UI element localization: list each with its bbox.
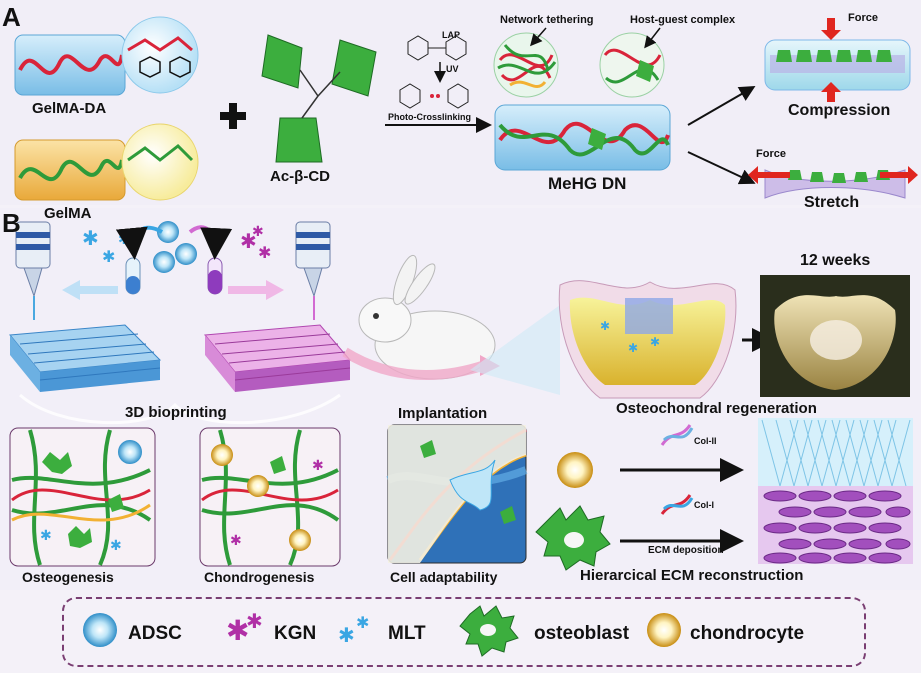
network-tethering-bubble — [493, 32, 559, 98]
legend-box: ADSC KGN MLT osteoblast chondrocyte — [62, 597, 866, 667]
force-top-label: Force — [848, 12, 878, 24]
osteogenesis-label: Osteogenesis — [22, 569, 114, 585]
col-i-label: Col-I — [694, 500, 714, 510]
regeneration-label: Osteochondral regeneration — [616, 400, 817, 417]
panel-b-letter: B — [2, 208, 21, 238]
test-tube-purple — [207, 257, 223, 295]
cell-adaptability-label: Cell adaptability — [390, 569, 498, 585]
compression-hydrogel — [764, 39, 911, 91]
legend-kgn-icon-small: ✱ — [246, 609, 263, 633]
scaffold-blue — [9, 324, 162, 392]
svg-text:✱: ✱ — [600, 319, 610, 333]
gelma-da-molecule-bubble — [121, 16, 199, 94]
svg-text:✱: ✱ — [118, 232, 130, 248]
photo-crosslinking-label: Photo-Crosslinking — [388, 112, 471, 122]
svg-text:✱: ✱ — [628, 341, 638, 355]
test-tube-blue — [125, 257, 141, 295]
host-guest-pointer — [644, 27, 661, 49]
rabbit-illustration — [358, 254, 496, 380]
legend-osteoblast-icon — [459, 605, 519, 657]
host-guest-label: Host-guest complex — [630, 14, 736, 26]
legend-kgn-label: KGN — [274, 623, 317, 644]
svg-text:✱: ✱ — [312, 458, 324, 474]
legend-osteoblast-label: osteoblast — [534, 623, 630, 644]
svg-text:✱: ✱ — [240, 229, 257, 253]
network-tethering-label: Network tethering — [500, 14, 594, 26]
bioprinting-label: 3D bioprinting — [125, 404, 227, 421]
ecm-deposition-label: ECM deposition — [648, 545, 724, 556]
gelma-hydrogel — [14, 139, 126, 201]
mehg-dn-hydrogel — [494, 104, 671, 171]
osteogenesis-box: ✱ ✱ — [9, 427, 156, 567]
twelve-weeks-label: 12 weeks — [800, 252, 871, 269]
force-down-arrow — [821, 18, 841, 40]
hierarchical-ecm — [758, 418, 913, 564]
svg-text:✱: ✱ — [110, 538, 122, 554]
legend-chondrocyte-label: chondrocyte — [690, 623, 805, 644]
plus-icon — [220, 103, 246, 129]
legend-kgn-icon: ✱ — [226, 614, 249, 647]
gelma-molecule-bubble — [121, 123, 199, 201]
mehg-dn-label: MeHG DN — [548, 174, 627, 193]
chondrogenesis-box: ✱ ✱ — [199, 427, 341, 567]
osteochondral-joint: ✱ ✱ ✱ — [558, 280, 737, 399]
implantation-label: Implantation — [398, 405, 488, 422]
legend-chondrocyte-icon — [647, 613, 681, 647]
gelma-label: GelMA — [44, 205, 92, 222]
ac-beta-cd-molecule — [261, 34, 377, 163]
svg-text:✱: ✱ — [230, 533, 242, 549]
osteoblast-cell — [535, 505, 611, 571]
to-stretch-arrow — [687, 151, 756, 185]
to-right-nozzle-arrow — [228, 280, 284, 300]
gelma-da-label: GelMA-DA — [32, 100, 107, 117]
svg-text:✱: ✱ — [102, 247, 115, 266]
force-stretch-label: Force — [756, 148, 786, 160]
lap-molecule — [407, 35, 467, 61]
printer-nozzle-right — [295, 221, 331, 320]
adsc-to-blue-arrow — [115, 225, 164, 260]
force-left-arrow — [748, 166, 790, 184]
svg-text:✱: ✱ — [252, 224, 264, 240]
chondrocyte-cell — [557, 452, 593, 488]
svg-text:✱: ✱ — [650, 335, 660, 349]
gelma-da-hydrogel — [14, 34, 126, 96]
adsc-to-purple-arrow — [188, 225, 233, 260]
legend-adsc-label: ADSC — [128, 623, 182, 644]
col-ii-label: Col-II — [694, 436, 717, 446]
lap-label: LAP — [442, 30, 460, 40]
legend-mlt-label: MLT — [388, 623, 426, 644]
radical-molecule — [399, 83, 469, 109]
scaffold-connector — [19, 393, 341, 425]
to-left-nozzle-arrow — [62, 280, 118, 300]
zoom-cone — [470, 305, 560, 395]
col-i-fiber — [660, 494, 694, 515]
svg-text:✱: ✱ — [40, 528, 52, 544]
hierarchical-ecm-label: Hierarcical ECM reconstruction — [580, 567, 804, 584]
ac-cd-label: Ac-β-CD — [270, 168, 330, 185]
force-up-arrow — [821, 82, 841, 102]
compression-label: Compression — [788, 102, 891, 119]
implantation-arrow — [342, 347, 487, 380]
twelve-week-photo — [760, 275, 910, 397]
legend-mlt-icon-small: ✱ — [356, 613, 369, 632]
adsc-cells-cluster — [153, 221, 197, 273]
network-tethering-pointer — [530, 27, 547, 47]
uv-label: UV — [446, 64, 459, 74]
cell-adaptability-box — [386, 424, 528, 564]
svg-text:✱: ✱ — [258, 243, 271, 262]
stretch-label: Stretch — [804, 194, 860, 211]
legend-adsc-icon — [83, 613, 117, 647]
force-right-arrow — [880, 166, 918, 184]
printer-nozzle-left — [15, 221, 51, 320]
to-compression-arrow — [687, 85, 756, 126]
host-guest-bubble — [599, 32, 665, 98]
chondrogenesis-label: Chondrogenesis — [204, 569, 315, 585]
col-ii-fiber — [660, 424, 694, 446]
kgn-particles: ✱ ✱ ✱ — [240, 224, 271, 262]
svg-text:✱: ✱ — [82, 226, 99, 250]
legend-mlt-icon: ✱ — [338, 623, 355, 647]
panel-a-letter: A — [2, 2, 21, 32]
